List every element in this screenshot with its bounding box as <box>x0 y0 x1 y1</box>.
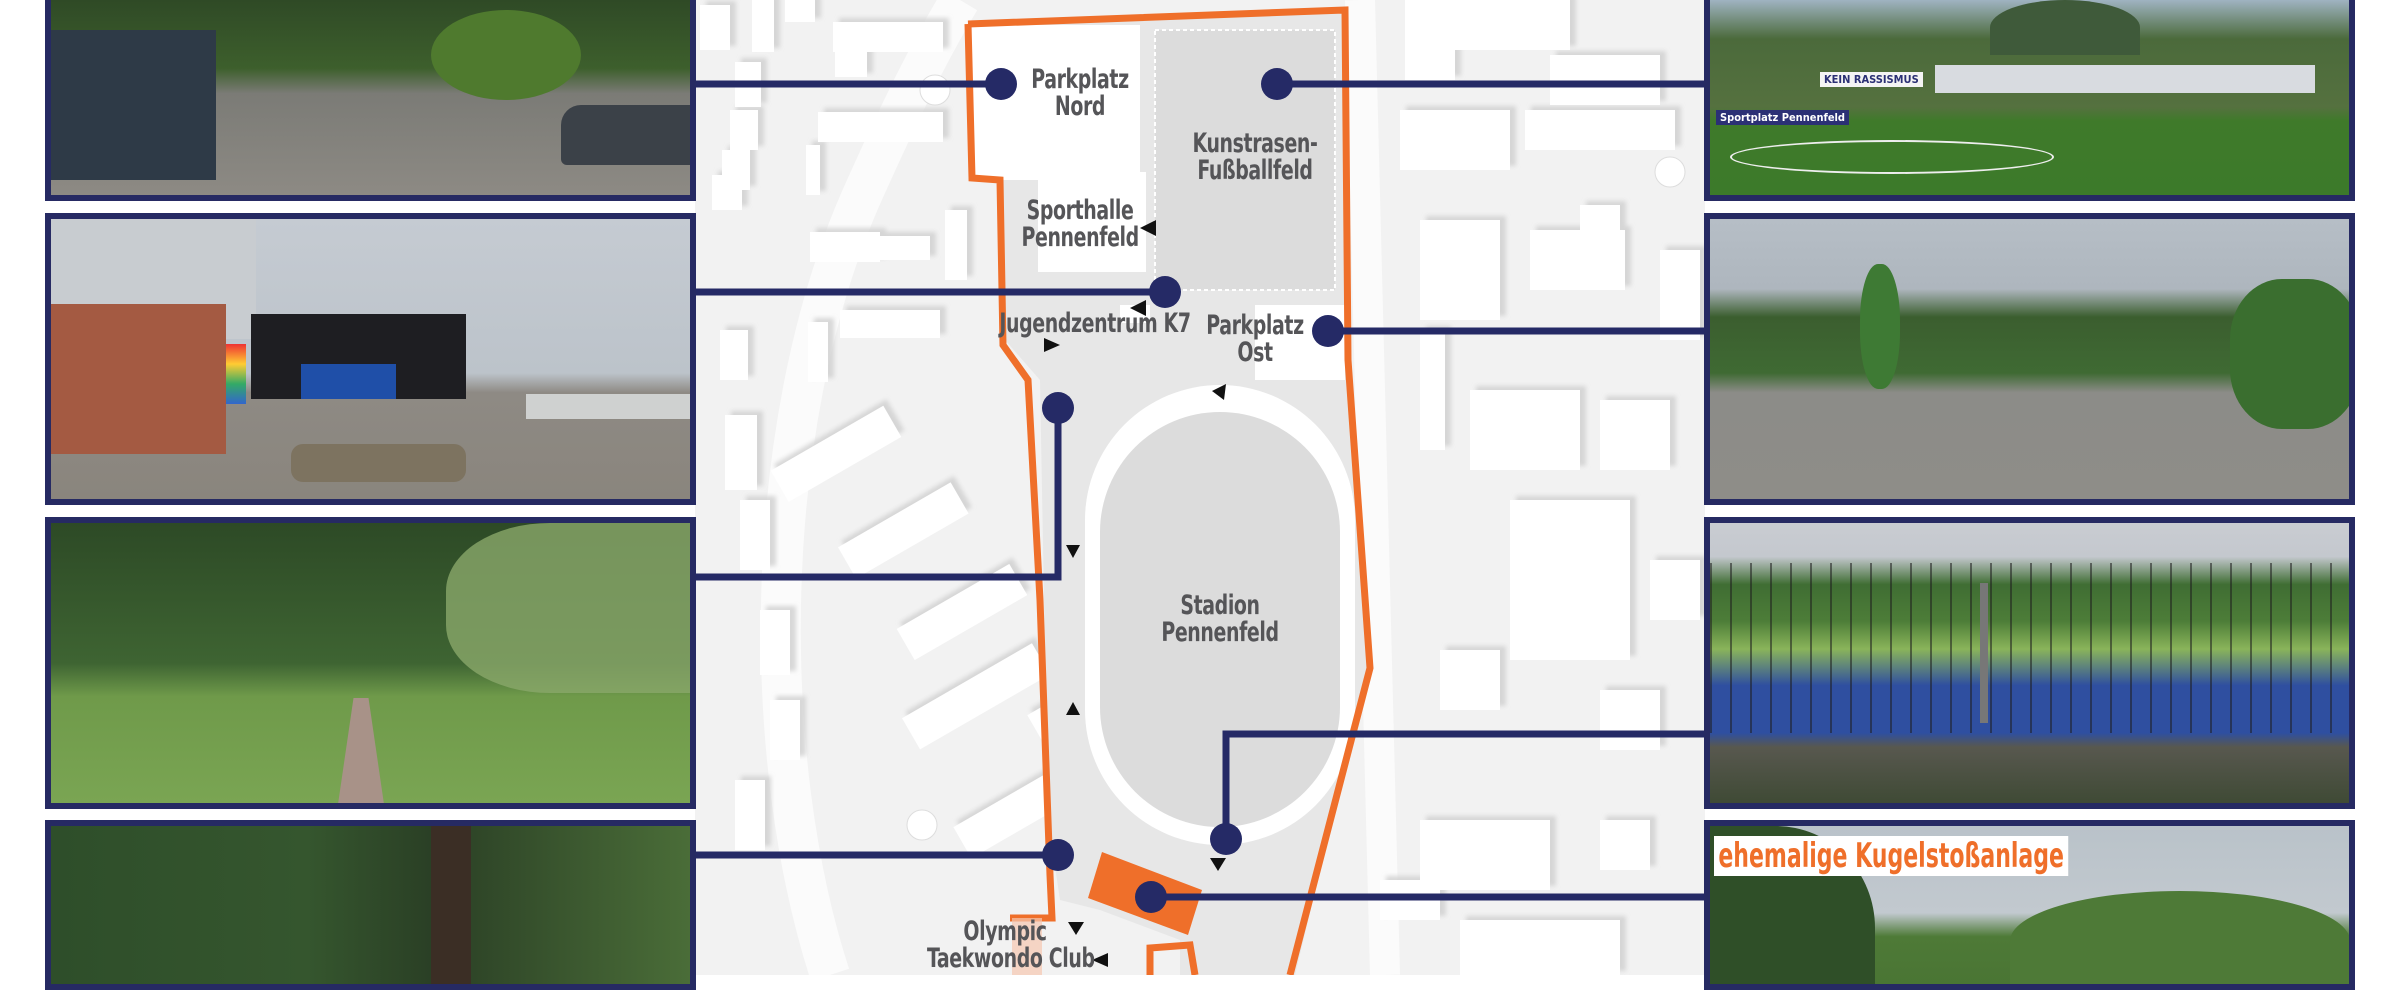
tree-trunk <box>431 826 471 984</box>
label-line: Taekwondo Club <box>927 943 1095 974</box>
label-parkplatz-nord: Parkplatz Nord <box>1022 66 1139 120</box>
banner-kein-rassismus: KEIN RASSISMUS <box>1820 72 1923 87</box>
bush <box>2230 279 2349 429</box>
label-line: Olympic <box>963 916 1047 947</box>
mountain <box>1990 0 2140 55</box>
stadium-field <box>1100 412 1340 827</box>
brick-wall <box>51 304 226 454</box>
viewpoint-arrows <box>1044 220 1226 967</box>
photo-footpath[interactable] <box>45 517 696 809</box>
label-line: Parkplatz <box>1031 64 1129 95</box>
photo-parkplatz-ost[interactable] <box>1704 213 2355 505</box>
wall <box>526 394 690 419</box>
fence-post <box>1980 583 1988 723</box>
label-parkplatz-ost: Parkplatz Ost <box>1204 312 1305 366</box>
label-line: Nord <box>1054 91 1106 122</box>
label-olympic-taekwondo: Olympic Taekwondo Club <box>927 916 1095 974</box>
photo-stadion[interactable] <box>1704 517 2355 809</box>
car-shape <box>561 105 690 165</box>
mosaic <box>226 344 246 404</box>
buildings-east <box>1380 0 1700 975</box>
buildings-west <box>700 0 967 850</box>
photo-jugendzentrum[interactable] <box>45 213 696 505</box>
label-line: Parkplatz <box>1206 310 1304 341</box>
photo-kugelstoss[interactable]: ehemalige Kugelstoßanlage <box>1704 820 2355 990</box>
center-circle <box>1730 140 2054 174</box>
planter <box>291 444 466 482</box>
label-line: Ost <box>1237 337 1273 368</box>
poplar-tree <box>1860 264 1900 389</box>
blue-panels <box>301 364 396 399</box>
kunstrasen-field <box>1154 29 1336 291</box>
label-line: Sporthalle <box>1026 195 1134 226</box>
kugelstoss-caption: ehemalige Kugelstoßanlage <box>1714 836 2069 876</box>
sporthalle-building <box>1038 172 1146 272</box>
marker-dots <box>985 68 1344 913</box>
photo-wooded-path[interactable] <box>45 820 696 990</box>
label-kunstrasen: Kunstrasen- Fußballfeld <box>1185 130 1325 184</box>
container-shape <box>51 30 216 180</box>
site-boundary <box>967 6 1374 975</box>
label-sporthalle: Sporthalle Pennenfeld <box>1021 195 1140 253</box>
label-line: Stadion <box>1180 590 1260 621</box>
photo-kunstrasen[interactable]: Sportplatz Pennenfeld KEIN RASSISMUS <box>1704 0 2355 201</box>
label-line: Fußballfeld <box>1197 155 1313 186</box>
banner-sportplatz: Sportplatz Pennenfeld <box>1716 110 1850 125</box>
label-line: Pennenfeld <box>1161 617 1279 648</box>
fence <box>1710 563 2349 733</box>
connector-lines <box>695 80 1704 901</box>
tree-shape <box>431 10 581 100</box>
building-strip <box>1935 65 2315 93</box>
light-tree <box>446 523 690 693</box>
photo-parkplatz-nord[interactable] <box>45 0 696 201</box>
label-line: Kunstrasen- <box>1192 128 1318 159</box>
parkplatz-nord-area <box>970 25 1140 180</box>
label-stadion: Stadion Pennenfeld <box>1158 592 1283 646</box>
label-jugendzentrum: Jugendzentrum K7 <box>999 308 1191 339</box>
label-line: Pennenfeld <box>1021 222 1140 253</box>
trees-right <box>2010 891 2349 984</box>
